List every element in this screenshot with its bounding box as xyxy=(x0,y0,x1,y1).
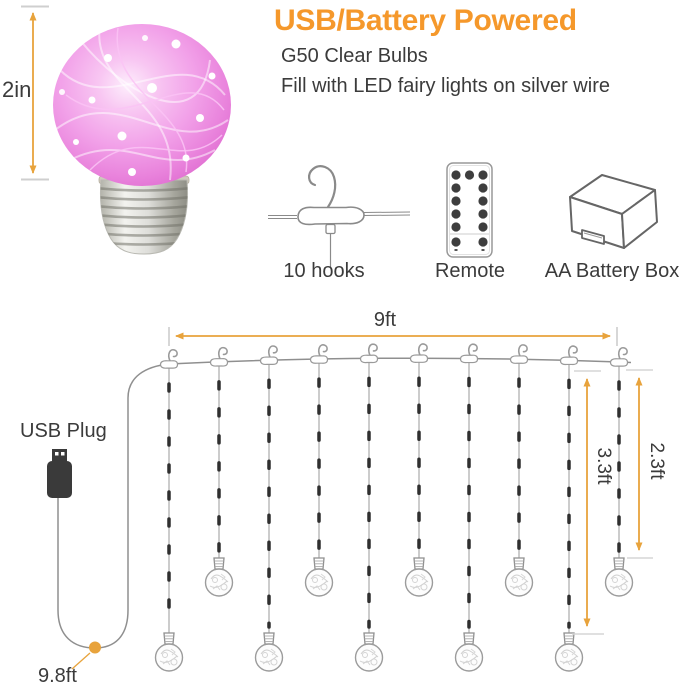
g50-bulb-icon xyxy=(504,557,534,597)
curtain-hook-icon xyxy=(609,346,629,367)
short-drop-label: 2.3ft xyxy=(646,442,667,480)
remote-label: Remote xyxy=(434,260,506,282)
lead-length-callout xyxy=(71,641,101,670)
bulb-size-label: 2in xyxy=(2,77,32,102)
drop-arrow-2-3ft xyxy=(626,369,653,559)
g50-bulb-icon xyxy=(204,557,234,597)
page-title: USB/Battery Powered xyxy=(274,4,577,37)
curtain-hook-icon xyxy=(509,344,529,365)
bulb-size-arrow xyxy=(21,5,49,181)
curtain-hook-icon xyxy=(559,345,579,366)
curtain-hook-icon xyxy=(459,343,479,364)
battery-box-icon xyxy=(569,174,658,249)
width-arrow-9ft xyxy=(168,327,618,346)
g50-bulb-icon xyxy=(354,632,384,672)
curtain-hook-icon xyxy=(259,345,279,366)
remote-icon xyxy=(446,162,493,258)
hooks-label: 10 hooks xyxy=(283,260,365,282)
lead-length-label: 9.8ft xyxy=(38,665,77,687)
g50-bulb-icon xyxy=(154,632,184,672)
usb-plug-icon xyxy=(47,449,72,498)
curtain-diagram xyxy=(47,327,653,672)
subtitle-bulb-type: G50 Clear Bulbs xyxy=(281,45,428,67)
usb-plug-label: USB Plug xyxy=(20,420,107,442)
curtain-hook-icon xyxy=(309,344,329,365)
curtain-hook-icon xyxy=(359,343,379,364)
curtain-hook-icon xyxy=(409,343,429,364)
hook-icon xyxy=(268,165,411,267)
remote-buttons xyxy=(451,170,488,232)
battery-box-label: AA Battery Box xyxy=(544,260,679,282)
g50-bulb-icon xyxy=(454,632,484,672)
width-label: 9ft xyxy=(373,309,397,331)
bulb-photo xyxy=(53,24,231,255)
subtitle-description: Fill with LED fairy lights on silver wir… xyxy=(281,75,610,97)
lead-wire xyxy=(57,357,632,649)
long-drop-label: 3.3ft xyxy=(593,447,614,485)
curtain-hook-icon xyxy=(209,346,229,367)
fairy-light-glows xyxy=(59,35,216,176)
lead-midpoint-dot xyxy=(89,641,101,654)
g50-bulb-icon xyxy=(254,632,284,672)
drop-arrow-3-3ft xyxy=(572,370,604,635)
curtain-hook-icon xyxy=(159,348,179,369)
curtain-strings xyxy=(154,343,634,672)
g50-bulb-icon xyxy=(304,557,334,597)
g50-bulb-icon xyxy=(554,632,584,672)
g50-bulb-icon xyxy=(404,557,434,597)
g50-bulb-icon xyxy=(604,557,634,597)
